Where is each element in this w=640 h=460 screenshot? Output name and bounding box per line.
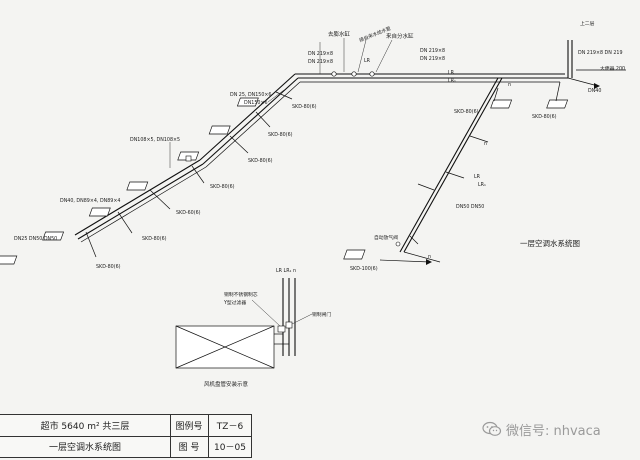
label-dn-main-right-2: DN 219×8 xyxy=(420,56,445,62)
label-dn-main-right-1: DN 219×8 xyxy=(420,48,445,54)
right-riser-pipes xyxy=(567,40,626,89)
label-condensate: 大便器 200 xyxy=(600,65,625,72)
title-block: 超市 5640 m² 共三层 一层空调水系统图 图例号 TZ－6 图 号 10－… xyxy=(0,414,252,458)
fcu-unit xyxy=(42,231,65,241)
leader-lines xyxy=(169,38,393,168)
air-vent-icon xyxy=(395,241,401,247)
fcu-units-right xyxy=(343,99,569,260)
label-to-expansion-tank: 去膨水缸 xyxy=(328,30,351,38)
label-dn50-mid: DN50 DN50 xyxy=(456,204,484,210)
label-dn-main-top-1: DN 219×8 xyxy=(308,51,333,57)
label-to-second-floor: 上二层 xyxy=(580,20,595,27)
label-skd80-5: SKD-80(6) xyxy=(142,236,167,242)
project-info: 超市 5640 m² 共三层 xyxy=(40,422,130,432)
fcu-unit xyxy=(490,99,513,109)
valve-icon xyxy=(331,71,337,77)
drawing-no-value: 10－05 xyxy=(214,443,246,453)
legend-no-value: TZ－6 xyxy=(216,422,244,432)
label-lr1-top: LR₁ xyxy=(448,78,456,84)
label-copper-gate-valve: 铜制闸门 xyxy=(312,311,331,318)
fcu-unit xyxy=(88,207,111,217)
gate-valve-icon xyxy=(285,321,293,329)
label-lr-mid: LR xyxy=(474,174,481,180)
right-diagonal-main xyxy=(379,77,503,265)
label-dn40-89: DN40, DN89×4, DN89×4 xyxy=(60,198,120,204)
label-copper-valve-1: 铜制不锈钢制芯 xyxy=(224,291,258,298)
branch-connections xyxy=(85,81,561,258)
label-skd80-1: SKD-80(6) xyxy=(292,104,317,110)
label-dn25-150: DN 25, DN150×6 xyxy=(230,92,271,98)
label-skd80-3: SKD-80(6) xyxy=(248,158,273,164)
valve-icon xyxy=(185,155,192,162)
label-n-top: n xyxy=(508,83,511,88)
inset-title: 风机盘管安装示意 xyxy=(204,380,249,388)
label-dn-right-riser: DN 219×8 DN 219 xyxy=(578,50,623,56)
drawing-no-label: 图 号 xyxy=(178,443,200,453)
fcu-unit xyxy=(343,249,366,260)
label-skd80-4: SKD-80(6) xyxy=(210,184,235,190)
drawing-name: 一层空调水系统图 xyxy=(48,443,121,453)
label-dn150: DN150×6 xyxy=(244,100,268,106)
label-dn40-right: DN40 xyxy=(588,88,601,94)
legend-no-label: 图例号 xyxy=(175,422,203,432)
label-lr-top-1: LR xyxy=(364,58,371,64)
valves xyxy=(185,71,489,247)
label-copper-valve-2: Y型过滤器 xyxy=(223,299,246,306)
label-skd100: SKD-100(6) xyxy=(350,266,378,272)
fcu-unit xyxy=(126,181,149,191)
label-n-mid: n xyxy=(484,142,487,147)
label-skd60: SKD-60(6) xyxy=(176,210,201,216)
label-from-sub-water-tank: 来自分水缸 xyxy=(386,32,414,40)
fcu-unit xyxy=(208,125,231,135)
fcu-unit xyxy=(236,97,259,107)
fcu-install-inset xyxy=(175,278,313,369)
main-header-pipes xyxy=(295,73,568,83)
label-lr-lr1-n: LR LR₁ n xyxy=(276,268,296,274)
label-auto-vent: 自动放气阀 xyxy=(374,234,398,241)
label-lr-top-2: LR xyxy=(448,70,455,76)
label-skd80-r1: SKD-80(6) xyxy=(454,109,479,115)
label-dn108: DN108×5, DN108×5 xyxy=(130,137,180,143)
label-n-bottom: n xyxy=(428,255,431,260)
label-lr1-mid: LR₁ xyxy=(478,182,486,188)
label-skd80-2: SKD-80(6) xyxy=(268,132,293,138)
fcu-unit xyxy=(0,255,18,265)
label-skd80-r2: SKD-80(6) xyxy=(532,114,557,120)
diagonal-supply-main xyxy=(74,73,301,243)
watermark: 微信号: nhvaca xyxy=(482,418,601,440)
wechat-icon xyxy=(482,421,502,436)
fcu-unit xyxy=(546,99,569,109)
y-filter-icon xyxy=(277,325,286,333)
label-skd80-6: SKD-80(6) xyxy=(96,264,121,270)
watermark-text: 微信号: nhvaca xyxy=(506,423,601,439)
valve-icon xyxy=(351,71,357,77)
diagram-title: 一层空调水系统图 xyxy=(520,238,580,248)
label-dn25-50: DN25 DN50 DN50 xyxy=(14,236,57,242)
valve-icon xyxy=(369,71,375,77)
label-dn-main-top-2: DN 219×8 xyxy=(308,59,333,65)
